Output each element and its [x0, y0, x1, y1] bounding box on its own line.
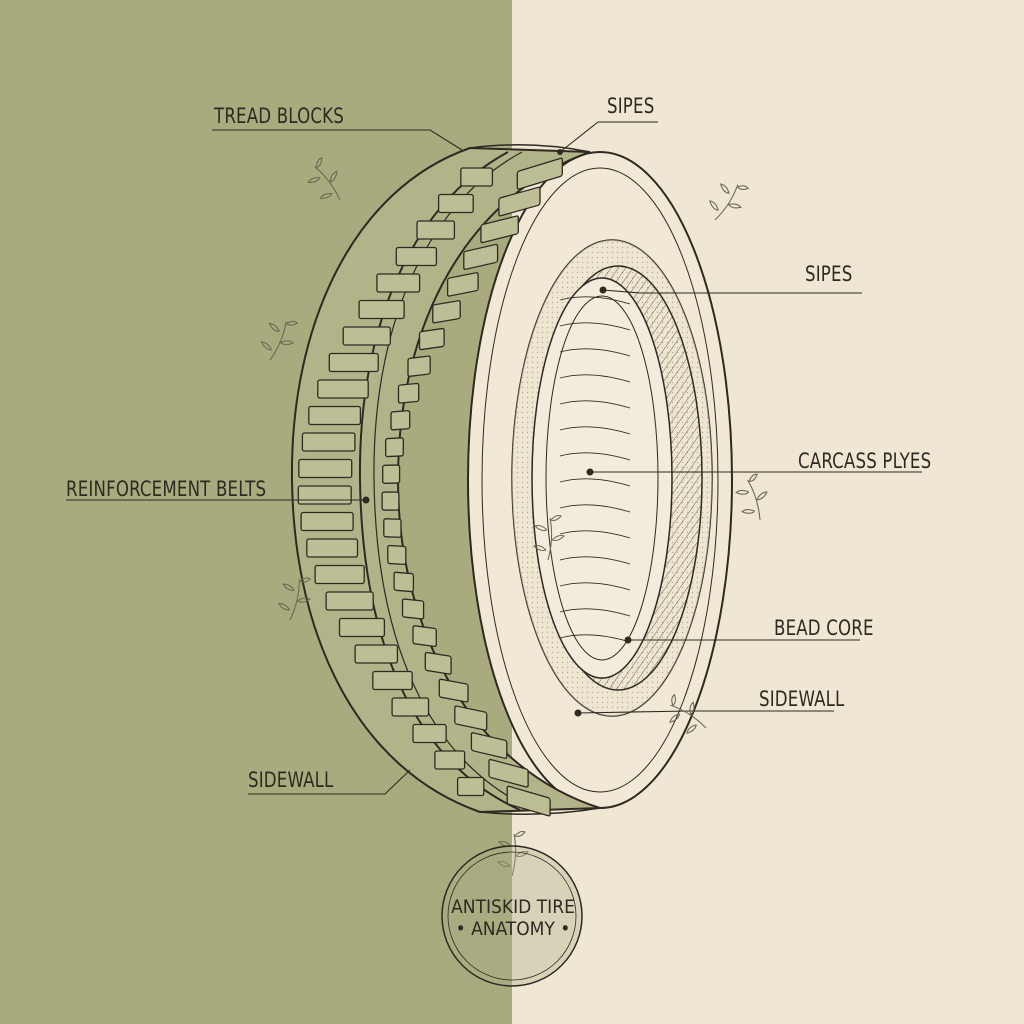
leaf-sprig-icon: [669, 693, 707, 734]
label-sidewall-left: SIDEWALL: [248, 768, 334, 792]
ply-line: [559, 400, 631, 409]
label-carcass-plyes: CARCASS PLYES: [798, 449, 932, 473]
leaf-sprig-icon: [735, 473, 768, 521]
label-sipes-top: SIPES: [607, 94, 655, 118]
leaf-sprig-icon: [709, 183, 750, 221]
tread-block: [314, 564, 365, 585]
ply-line: [559, 478, 631, 487]
tread-block: [390, 410, 411, 431]
ply-line: [559, 374, 631, 383]
tread-block: [387, 544, 407, 565]
tread-block: [358, 299, 405, 320]
tread-block: [418, 327, 445, 351]
tread-block: [297, 485, 352, 505]
tread-block: [325, 591, 374, 611]
tread-block: [438, 678, 469, 703]
ply-line: [559, 582, 631, 591]
tread-block: [456, 776, 485, 797]
leaf-sprig-icon: [532, 514, 566, 561]
tire-tread-band: [290, 144, 601, 817]
tread-block: [298, 458, 353, 479]
label-reinforcement-belts: REINFORCEMENT BELTS: [66, 477, 267, 501]
tread-block: [432, 300, 461, 324]
badge-title-line1: ANTISKID TIRE: [451, 896, 575, 918]
tread-block: [391, 697, 430, 717]
tread-block: [342, 326, 391, 346]
label-sidewall-right: SIDEWALL: [759, 687, 845, 711]
leaf-sprig-icon: [496, 830, 530, 877]
tread-block: [470, 732, 508, 760]
ply-line: [559, 504, 631, 513]
tread-block: [424, 651, 452, 675]
tread-block: [412, 723, 447, 744]
leaf-sprig-icon: [277, 577, 312, 621]
leaf-sprig-icon: [260, 157, 768, 877]
tread-block: [301, 432, 356, 452]
tread-block: [454, 705, 488, 731]
ply-line: [559, 556, 631, 565]
tread-block: [381, 491, 400, 511]
tread-block: [382, 464, 401, 484]
ply-line: [559, 348, 631, 357]
label-bead-core: BEAD CORE: [774, 616, 874, 640]
tread-block: [395, 246, 438, 267]
tread-block: [393, 571, 415, 593]
tire-inner-cavity: [511, 239, 713, 717]
badge-title: ANTISKID TIRE • ANATOMY •: [442, 896, 584, 940]
tread-block: [401, 598, 425, 620]
tread-block: [372, 670, 413, 691]
tread-block: [480, 215, 519, 244]
leader-dots: [362, 149, 632, 717]
tread-block: [338, 617, 386, 638]
badge-title-line2: • ANATOMY •: [455, 918, 571, 940]
ply-line: [559, 530, 631, 539]
title-badge: [441, 845, 583, 987]
tread-block: [317, 379, 369, 399]
tread-block: [463, 243, 499, 270]
tread-block: [306, 538, 359, 558]
tread-block: [460, 167, 494, 187]
ply-line: [559, 426, 631, 435]
tread-block: [308, 405, 362, 426]
tread-block: [407, 355, 431, 377]
tread-block: [488, 758, 529, 788]
tread-block: [328, 352, 379, 373]
tread-block: [498, 186, 541, 217]
leaf-sprig-icon: [260, 320, 299, 361]
tread-block: [385, 437, 404, 458]
label-sipes-right: SIPES: [805, 262, 853, 286]
tread-block: [383, 518, 402, 538]
tread-block: [446, 272, 479, 297]
leaf-sprig-icon: [307, 157, 341, 201]
tread-block: [376, 273, 421, 293]
tread-block: [506, 785, 551, 817]
tread-block: [437, 193, 474, 214]
ply-line: [559, 608, 631, 617]
tread-block: [354, 644, 399, 664]
tread-block: [416, 220, 456, 240]
tread-block: [397, 382, 420, 404]
tread-block: [516, 157, 563, 190]
ply-line: [559, 452, 631, 461]
label-tread-blocks: TREAD BLOCKS: [214, 104, 344, 128]
ply-line: [559, 322, 631, 331]
tread-block: [434, 750, 466, 770]
leader-lines: [66, 121, 922, 795]
ply-line: [559, 296, 631, 305]
tread-block: [412, 625, 437, 648]
tread-block: [300, 511, 354, 532]
ply-line: [559, 634, 631, 643]
